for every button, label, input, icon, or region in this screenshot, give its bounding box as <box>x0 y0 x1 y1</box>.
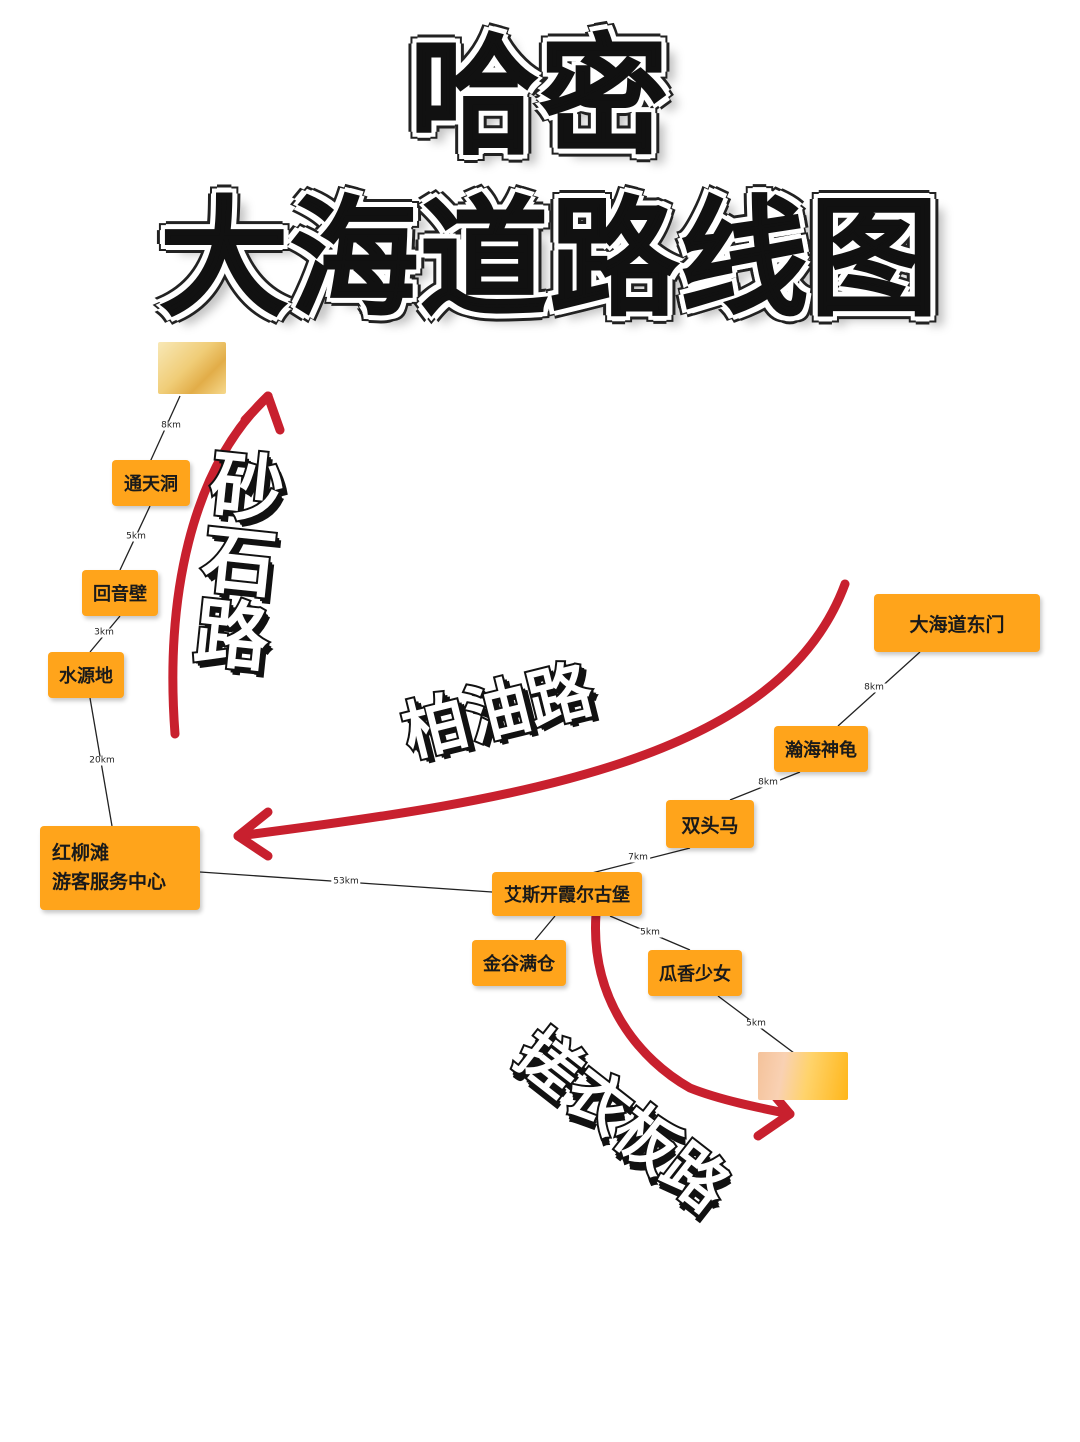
distance-label: 5km <box>124 531 148 542</box>
poi-hongliutan-line1: 红柳滩 <box>52 841 110 864</box>
distance-label: 7km <box>626 852 650 863</box>
poi-shuiyuandi: 水源地 <box>48 652 124 698</box>
asphalt-road-arrow-head <box>233 807 273 861</box>
map-title-line1: 哈密 <box>409 23 670 172</box>
distance-label: 53km <box>331 876 361 887</box>
distance-label: 8km <box>756 777 780 788</box>
poi-guaxiang-shaonv: 瓜香少女 <box>648 950 742 996</box>
poi-aisi-castle: 艾斯开霞尔古堡 <box>492 872 642 916</box>
poi-hongliutan: 红柳滩 游客服务中心 <box>40 826 200 910</box>
connector-aisi-jingu <box>534 915 556 941</box>
distance-label: 3km <box>92 627 116 638</box>
poi-jingu-mancang: 金谷满仓 <box>472 940 566 986</box>
distance-label: 5km <box>744 1018 768 1029</box>
poi-huiyinbi: 回音壁 <box>82 570 158 616</box>
photo-thumbnail-top <box>158 342 226 394</box>
asphalt-road-arrow <box>233 579 850 841</box>
poi-dahaidao-east-gate: 大海道东门 <box>874 594 1040 652</box>
road-label-sand: 砂石路 <box>177 442 290 676</box>
poi-hongliutan-line2: 游客服务中心 <box>52 871 167 893</box>
distance-label: 8km <box>862 682 886 693</box>
sand-road-arrow <box>168 391 273 739</box>
poi-hanhai-shengui: 瀚海神龟 <box>774 726 868 772</box>
poi-shuangtouma: 双头马 <box>666 800 754 848</box>
poi-tongtiandong: 通天洞 <box>112 460 190 506</box>
distance-label: 5km <box>638 927 662 938</box>
photo-thumbnail-bottom <box>758 1052 848 1100</box>
map-title-line2: 大海道路线图 <box>159 185 940 334</box>
sand-road-arrow-head <box>240 391 285 435</box>
distance-label: 8km <box>159 420 183 431</box>
washboard-road-arrow <box>591 909 795 1119</box>
distance-label: 20km <box>87 755 117 766</box>
